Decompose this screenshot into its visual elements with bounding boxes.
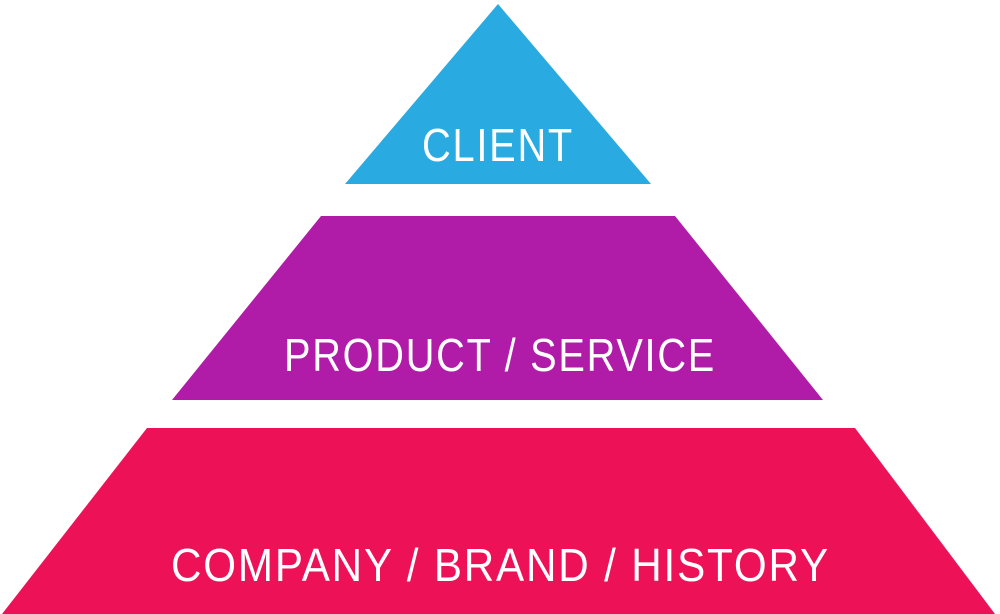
tier-company-brand-history-shape <box>2 428 995 614</box>
tier-client-shape <box>345 4 651 184</box>
tier-product-service-label: PRODUCT / SERVICE <box>284 329 716 381</box>
tier-product-service-shape <box>172 216 823 400</box>
tier-client-label: CLIENT <box>422 119 574 171</box>
tier-company-brand-history-label: COMPANY / BRAND / HISTORY <box>171 539 830 591</box>
